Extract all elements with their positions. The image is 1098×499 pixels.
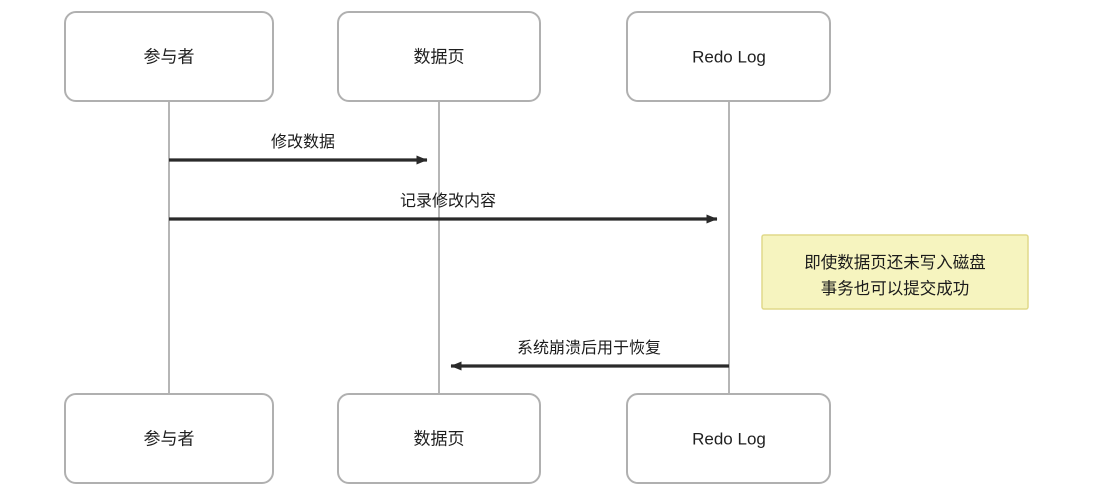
actor-label-bottom-participant: 参与者 [144,429,195,448]
top-actor-participant[interactable]: 参与者 [64,11,274,102]
message-record-changes[interactable]: 记录修改内容 [169,192,718,224]
actor-label-bottom-data-page: 数据页 [414,429,465,448]
actor-label-top-participant: 参与者 [144,47,195,66]
actor-box-bottom-redo-log[interactable] [626,393,831,484]
actor-box-top-data-page[interactable] [337,11,541,102]
actor-label-top-data-page: 数据页 [414,47,465,66]
message-crash-recovery[interactable]: 系统崩溃后用于恢复 [450,339,729,371]
note-line-1: 即使数据页还未写入磁盘 [804,253,986,272]
top-actor-redo-log[interactable]: Redo Log [626,11,831,102]
message-modify-data[interactable]: 修改数据 [169,133,428,165]
bottom-actor-redo-log[interactable]: Redo Log [626,393,831,484]
message-label-record-changes: 记录修改内容 [400,192,496,210]
actor-box-top-redo-log[interactable] [626,11,831,102]
actor-box-bottom-participant[interactable] [64,393,274,484]
bottom-actor-data-page[interactable]: 数据页 [337,393,541,484]
actor-label-bottom-redo-log: Redo Log [692,429,766,448]
message-label-crash-recovery: 系统崩溃后用于恢复 [517,339,661,357]
note-line-2: 事务也可以提交成功 [821,279,970,298]
note-commit-note: 即使数据页还未写入磁盘 事务也可以提交成功 [761,234,1029,310]
actor-box-top-participant[interactable] [64,11,274,102]
actor-box-bottom-data-page[interactable] [337,393,541,484]
actor-label-top-redo-log: Redo Log [692,47,766,66]
bottom-actor-participant[interactable]: 参与者 [64,393,274,484]
lifelines-group [168,101,730,394]
top-actor-data-page[interactable]: 数据页 [337,11,541,102]
message-label-modify-data: 修改数据 [271,133,335,151]
note-box-commit-note [761,234,1029,310]
